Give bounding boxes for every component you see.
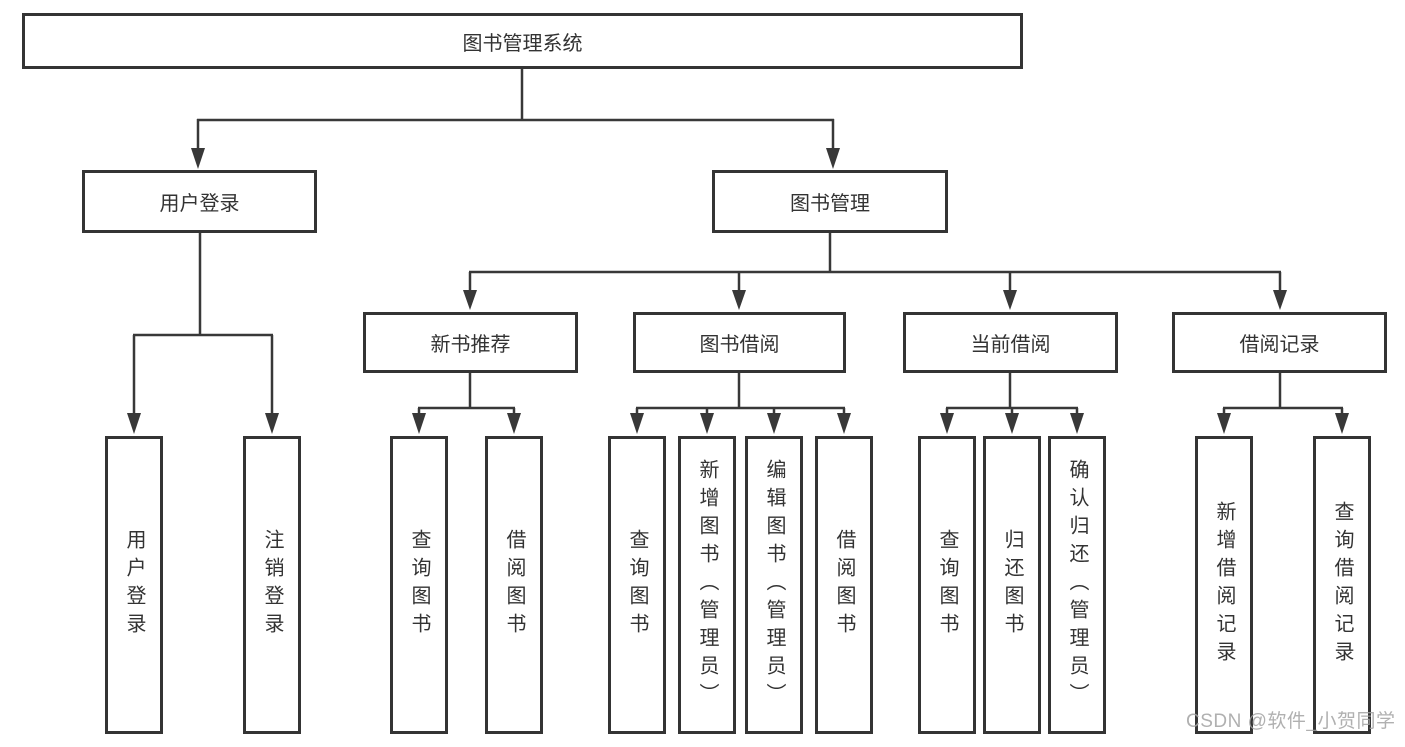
node-new-books-label: 新书推荐: [430, 334, 511, 356]
leaf-records-add-label: 新增借阅记录: [1213, 501, 1235, 669]
connector-new-books: [412, 373, 521, 434]
leaf-records-query-label: 查询借阅记录: [1331, 501, 1353, 669]
leaf-bookborrow-borrow-label: 借阅图书: [833, 529, 855, 641]
leaf-bookborrow-borrow: 借阅图书: [815, 436, 873, 734]
connector-borrow-records: [1217, 373, 1349, 434]
node-root: 图书管理系统: [22, 13, 1023, 69]
node-book-mgmt: 图书管理: [712, 170, 948, 233]
leaf-records-add: 新增借阅记录: [1195, 436, 1253, 734]
leaf-currentborrow-confirm: 确认归还（管理员）: [1048, 436, 1106, 734]
connector-user-login: [127, 232, 279, 434]
connector-book-mgmt: [463, 232, 1287, 310]
leaf-newbooks-borrow-label: 借阅图书: [503, 529, 525, 641]
node-user-login: 用户登录: [82, 170, 317, 233]
leaf-newbooks-borrow: 借阅图书: [485, 436, 543, 734]
node-book-borrow-label: 图书借阅: [699, 334, 780, 356]
node-borrow-records: 借阅记录: [1172, 312, 1387, 373]
node-book-mgmt-label: 图书管理: [790, 193, 870, 215]
node-current-borrow: 当前借阅: [903, 312, 1118, 373]
node-root-label: 图书管理系统: [462, 32, 583, 55]
leaf-currentborrow-query: 查询图书: [918, 436, 976, 734]
leaf-records-query: 查询借阅记录: [1313, 436, 1371, 734]
leaf-currentborrow-return: 归还图书: [983, 436, 1041, 734]
connector-book-borrow: [630, 373, 851, 434]
leaf-bookborrow-query-label: 查询图书: [626, 529, 648, 641]
leaf-currentborrow-query-label: 查询图书: [936, 529, 958, 641]
watermark: CSDN @软件_小贺同学: [1186, 711, 1396, 732]
leaf-newbooks-query: 查询图书: [390, 436, 448, 734]
node-user-login-label: 用户登录: [159, 193, 240, 215]
leaf-bookborrow-add: 新增图书（管理员）: [678, 436, 736, 734]
leaf-currentborrow-return-label: 归还图书: [1001, 529, 1023, 641]
leaf-bookborrow-query: 查询图书: [608, 436, 666, 734]
connector-root: [191, 69, 840, 169]
leaf-bookborrow-edit: 编辑图书（管理员）: [745, 436, 803, 734]
leaf-logout: 注销登录: [243, 436, 301, 734]
node-current-borrow-label: 当前借阅: [970, 334, 1051, 356]
connector-current-borrow: [940, 373, 1084, 434]
leaf-currentborrow-confirm-label: 确认归还（管理员）: [1066, 459, 1088, 711]
leaf-bookborrow-edit-label: 编辑图书（管理员）: [763, 459, 785, 711]
node-book-borrow: 图书借阅: [633, 312, 846, 373]
node-new-books: 新书推荐: [363, 312, 578, 373]
leaf-newbooks-query-label: 查询图书: [408, 529, 430, 641]
node-borrow-records-label: 借阅记录: [1239, 334, 1320, 356]
leaf-user-login-label: 用户登录: [123, 529, 145, 641]
leaf-user-login: 用户登录: [105, 436, 163, 734]
leaf-logout-label: 注销登录: [261, 529, 283, 641]
leaf-bookborrow-add-label: 新增图书（管理员）: [696, 459, 718, 711]
